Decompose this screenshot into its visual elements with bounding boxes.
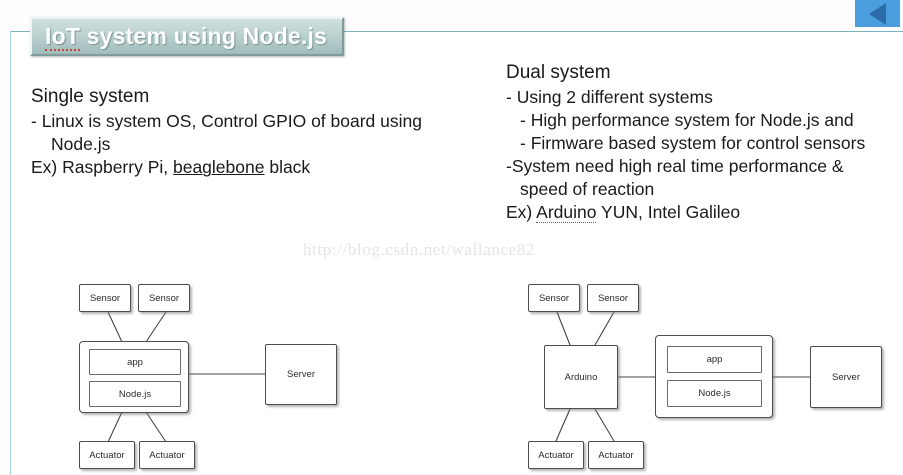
left-sensor-2-box[interactable]: Sensor — [138, 284, 190, 312]
right-nodejs-box[interactable]: Node.js — [667, 380, 762, 407]
left-line-3-c: black — [264, 157, 311, 177]
frame-left-rule — [10, 31, 11, 475]
left-line-2: Node.js — [51, 134, 111, 154]
right-actuator-2-box[interactable]: Actuator — [588, 441, 644, 469]
right-arduino-box[interactable]: Arduino — [544, 345, 618, 409]
slide-title-plate: IoT system using Node.js — [30, 17, 344, 56]
back-arrow-button[interactable] — [855, 0, 900, 27]
right-actuator-1-box[interactable]: Actuator — [528, 441, 584, 469]
right-heading: Dual system — [506, 62, 611, 83]
page-title-rest: system using Node.js — [80, 23, 328, 49]
right-line-6-c: YUN, Intel Galileo — [596, 202, 741, 222]
left-nodejs-box[interactable]: Node.js — [89, 381, 181, 407]
left-sensor-1-box[interactable]: Sensor — [79, 284, 131, 312]
watermark-url: http://blog.csdn.net/wallance82 — [303, 240, 535, 259]
right-line-6: Ex) Arduino YUN, Intel Galileo — [506, 201, 865, 224]
left-line-1: - Linux is system OS, Control GPIO of bo… — [31, 111, 422, 131]
left-line-3: Ex) Raspberry Pi, beaglebone black — [31, 156, 422, 179]
right-sensor-1-box[interactable]: Sensor — [528, 284, 580, 312]
page-title-iot: IoT — [45, 23, 81, 51]
left-actuator-2-box[interactable]: Actuator — [139, 441, 195, 469]
right-line-6-a: Ex) — [506, 202, 537, 222]
right-board-container[interactable]: app Node.js — [655, 335, 773, 418]
left-app-box[interactable]: app — [89, 349, 181, 375]
right-line-3: - Firmware based system for control sens… — [520, 133, 866, 153]
left-text-column: Single system - Linux is system OS, Cont… — [31, 84, 422, 179]
right-app-box[interactable]: app — [667, 346, 762, 373]
left-line-3-beaglebone: beaglebone — [172, 157, 265, 177]
right-sensor-2-box[interactable]: Sensor — [587, 284, 639, 312]
left-actuator-1-box[interactable]: Actuator — [79, 441, 135, 469]
page-title: IoT system using Node.js — [32, 23, 328, 51]
triangle-left-icon — [869, 2, 886, 25]
frame-top-rule — [10, 31, 903, 32]
left-heading: Single system — [31, 86, 150, 107]
right-line-2: - High performance system for Node.js an… — [520, 110, 854, 130]
left-server-box[interactable]: Server — [265, 344, 337, 405]
left-line-3-a: Ex) Raspberry Pi, — [31, 157, 173, 177]
right-text-column: Dual system - Using 2 different systems … — [506, 60, 865, 224]
right-line-4: -System need high real time performance … — [506, 156, 844, 176]
right-server-box[interactable]: Server — [810, 346, 882, 408]
left-board-container[interactable]: app Node.js — [79, 341, 189, 413]
right-line-6-arduino: Arduino — [536, 202, 597, 223]
right-line-5: speed of reaction — [520, 179, 655, 199]
right-line-1: - Using 2 different systems — [506, 87, 713, 107]
